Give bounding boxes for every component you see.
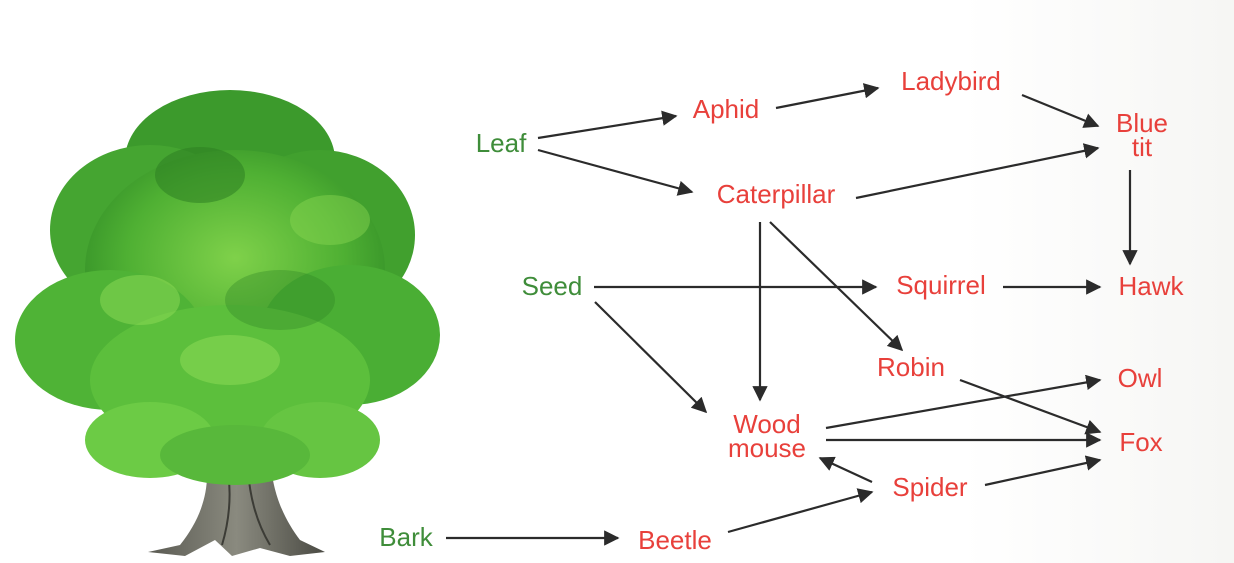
node-bark: Bark bbox=[379, 522, 433, 552]
node-owl: Owl bbox=[1117, 363, 1163, 393]
arrow-beetle-to-spider bbox=[727, 488, 874, 534]
node-blue-tit: Blue tit bbox=[1115, 108, 1169, 162]
node-seed: Seed bbox=[521, 271, 583, 301]
tree-canopy bbox=[15, 90, 440, 485]
arrow-caterpillar-to-blue-tit bbox=[855, 143, 1100, 200]
arrow-leaf-to-caterpillar bbox=[537, 148, 694, 196]
arrow-wood-mouse-to-owl bbox=[825, 374, 1102, 430]
node-wood-mouse-line2: mouse bbox=[727, 433, 807, 463]
node-blue-tit-line2: tit bbox=[1131, 132, 1153, 162]
arrow-spider-to-fox bbox=[984, 455, 1102, 487]
node-beetle: Beetle bbox=[638, 525, 712, 555]
arrow-leaf-to-aphid bbox=[537, 110, 678, 140]
node-caterpillar: Caterpillar bbox=[716, 179, 836, 209]
node-robin: Robin bbox=[877, 352, 945, 382]
arrow-aphid-to-ladybird bbox=[775, 83, 880, 110]
node-leaf: Leaf bbox=[475, 128, 527, 158]
arrow-robin-to-fox bbox=[959, 378, 1102, 435]
node-wood-mouse: Wood mouse bbox=[727, 409, 807, 463]
node-squirrel: Squirrel bbox=[896, 270, 986, 300]
food-web-arrows bbox=[446, 83, 1138, 546]
node-aphid: Aphid bbox=[692, 94, 760, 124]
node-hawk: Hawk bbox=[1118, 271, 1184, 301]
node-ladybird: Ladybird bbox=[901, 66, 1001, 96]
arrow-ladybird-to-blue-tit bbox=[1021, 93, 1100, 128]
node-wood-mouse-line1: Wood bbox=[733, 409, 801, 439]
arrow-seed-to-wood-mouse bbox=[594, 301, 708, 414]
arrow-spider-to-wood-mouse bbox=[818, 456, 873, 483]
node-blue-tit-line1: Blue bbox=[1115, 108, 1169, 138]
oak-tree-illustration bbox=[15, 90, 440, 556]
node-fox: Fox bbox=[1119, 427, 1163, 457]
node-spider: Spider bbox=[892, 472, 968, 502]
